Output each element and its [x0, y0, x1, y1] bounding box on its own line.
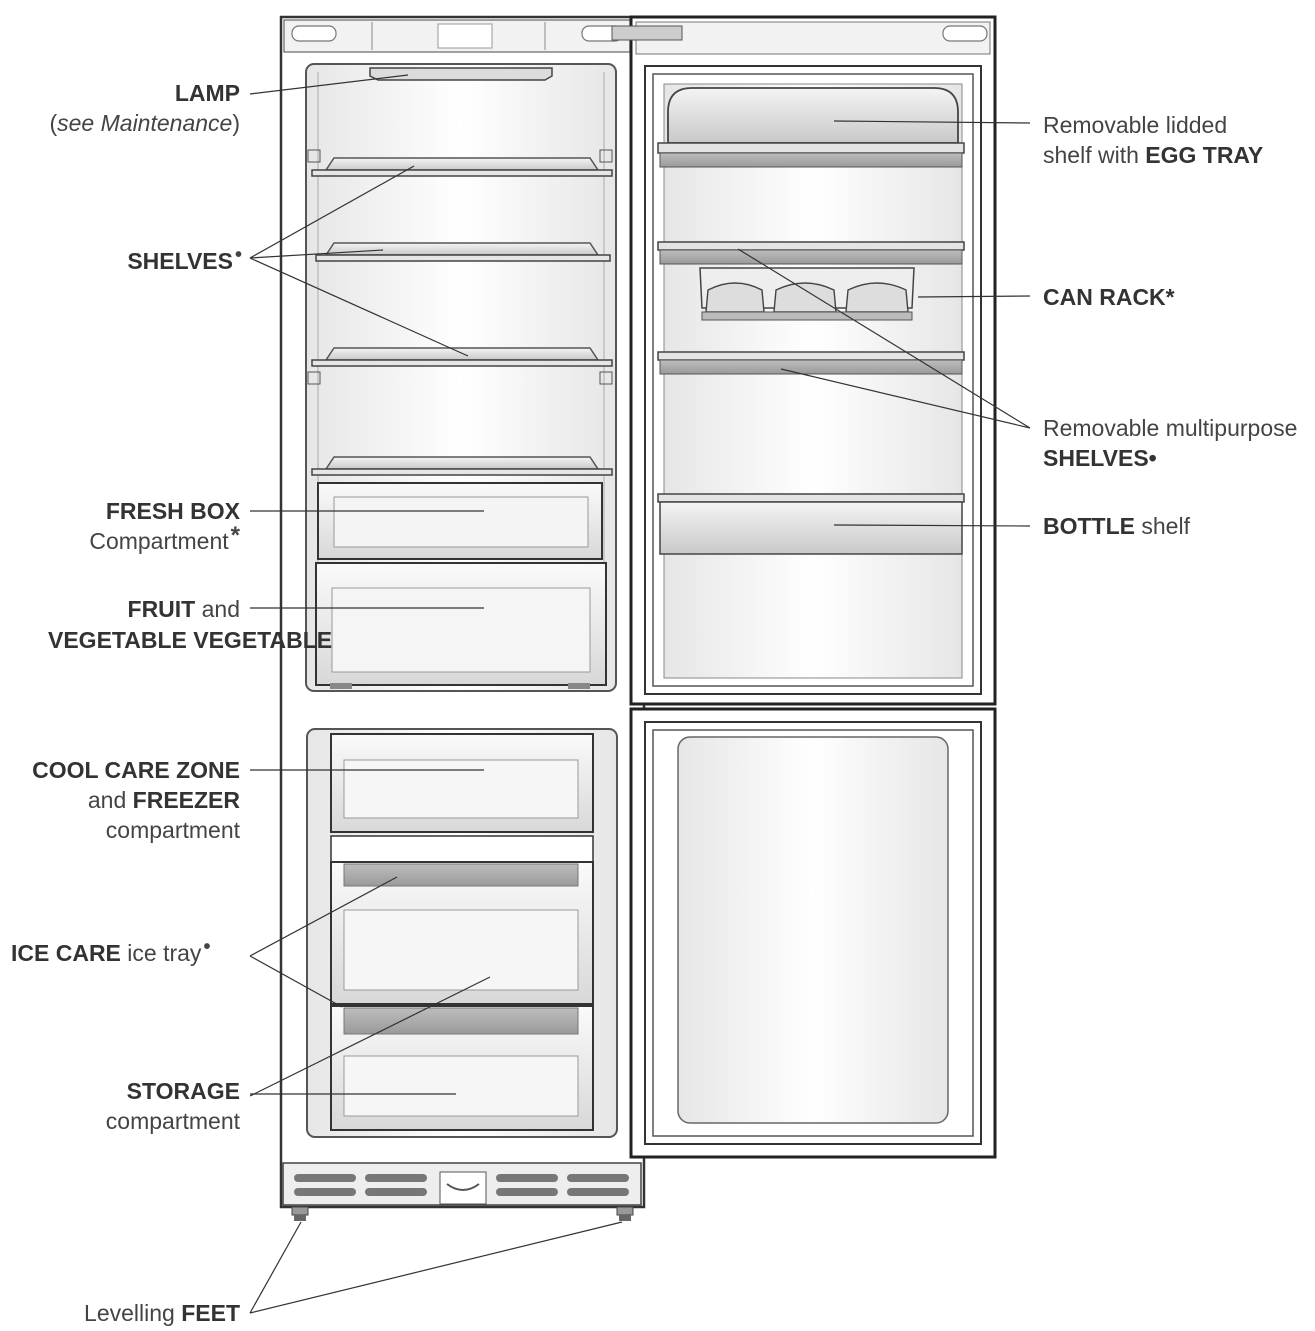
fridge-shelves	[307, 149, 613, 476]
label-bottle: BOTTLE shelf	[1043, 511, 1190, 541]
label-vegetable: VEGETABLE VEGETABLE	[48, 625, 332, 655]
bottle-sub: shelf	[1141, 513, 1190, 539]
label-fruit-and: FRUIT and	[128, 594, 240, 624]
fresh-box-title: FRESH BOX	[105, 498, 240, 524]
can-rack	[699, 267, 915, 321]
cool-care-sub: compartment	[105, 817, 240, 843]
label-egg-tray: Removable lidded shelf with EGG TRAY	[1043, 110, 1263, 170]
feet-title: FEET	[181, 1300, 240, 1326]
feet-prefix: Levelling	[84, 1300, 175, 1326]
egg-tray-line1: Removable lidded	[1043, 112, 1228, 138]
storage-title: STORAGE	[126, 1078, 240, 1104]
egg-tray-title: EGG TRAY	[1145, 142, 1264, 168]
door-shelf	[657, 351, 965, 375]
multi-shelves-title: SHELVES	[1043, 445, 1149, 471]
lamp-title: LAMP	[174, 80, 240, 106]
glass-shelf	[307, 149, 613, 177]
storage-drawer	[330, 1005, 594, 1131]
ice-care-title: ICE CARE	[11, 940, 121, 966]
egg-tray-prefix: shelf with	[1043, 142, 1139, 168]
freezer-door	[629, 707, 997, 1159]
ventilation-grille	[282, 1162, 642, 1206]
fruit-title: FRUIT	[127, 596, 196, 622]
glass-shelf	[315, 242, 611, 262]
storage-sub: compartment	[105, 1108, 240, 1134]
lamp-note: see Maintenance	[57, 110, 233, 136]
vegetable-title: VEGETABLE VEGETABLE	[48, 627, 333, 653]
cool-care-title: COOL CARE ZONE	[32, 757, 240, 783]
shelves-mark: •	[234, 244, 242, 266]
label-shelves: SHELVES•	[127, 244, 242, 278]
ice-care-sub: ice tray	[127, 940, 202, 966]
fresh-box-mark: *	[230, 522, 240, 549]
ice-care-mark: •	[203, 936, 211, 958]
can-rack-mark: *	[1165, 284, 1175, 310]
glass-shelf	[311, 456, 613, 476]
label-feet: Levelling FEET	[84, 1298, 240, 1328]
freezer-drawer	[330, 861, 594, 1005]
label-ice-care: ICE CARE ice tray•	[11, 936, 211, 970]
door-shelf	[657, 241, 965, 265]
lamp-housing	[369, 67, 553, 81]
label-fresh-box: FRESH BOX Compartment*	[89, 496, 240, 557]
egg-tray-shelf	[657, 87, 965, 168]
multi-shelves-line1: Removable multipurpose	[1043, 415, 1298, 441]
can-rack-title: CAN RACK	[1043, 284, 1166, 310]
bottle-title: BOTTLE	[1043, 513, 1135, 539]
fresh-box-drawer	[317, 482, 603, 560]
label-multipurpose-shelves: Removable multipurpose SHELVES•	[1043, 413, 1297, 473]
levelling-feet	[291, 1206, 634, 1221]
label-lamp: LAMP (see Maintenance)	[49, 80, 240, 136]
bottle-shelf	[657, 493, 965, 555]
multi-shelves-mark: •	[1148, 445, 1157, 471]
cool-care-joiner: and	[87, 787, 127, 813]
fruit-vegetable-drawer	[315, 562, 607, 689]
shelves-title: SHELVES	[127, 248, 233, 274]
fruit-joiner: and	[201, 596, 240, 622]
label-cool-care: COOL CARE ZONE and FREEZER compartment	[32, 755, 240, 845]
glass-shelf	[307, 347, 613, 385]
cool-care-drawer	[330, 733, 594, 833]
freezer-title: FREEZER	[132, 787, 240, 813]
label-can-rack: CAN RACK*	[1043, 282, 1175, 312]
callout-lines	[249, 74, 1031, 1314]
label-storage: STORAGE compartment	[106, 1076, 240, 1136]
fresh-box-sub: Compartment	[89, 528, 229, 554]
